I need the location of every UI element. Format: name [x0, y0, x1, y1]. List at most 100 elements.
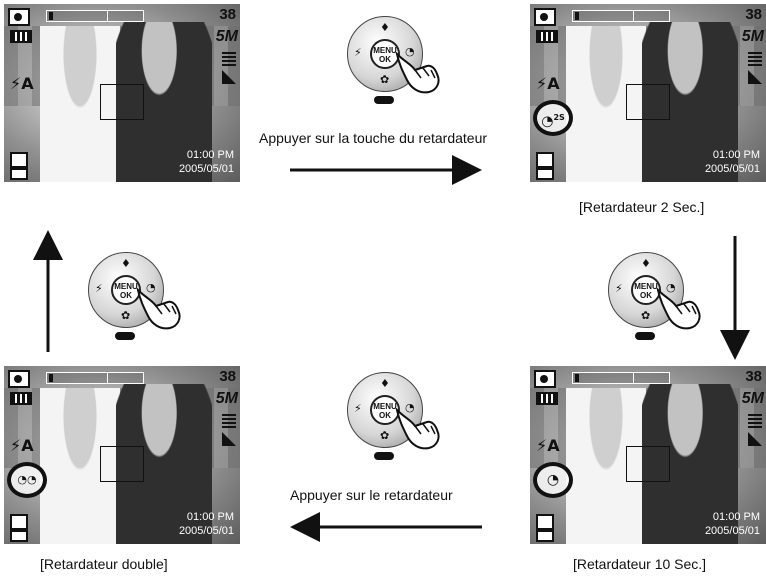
drive-mode-icon	[536, 152, 554, 168]
resolution: 5M	[741, 390, 764, 407]
card-icon	[536, 168, 554, 180]
menu-label: MENU	[373, 402, 397, 411]
photo-groom	[642, 22, 738, 182]
menu-label: MENU	[634, 282, 658, 291]
camera-mode-icon	[534, 8, 556, 26]
menu-label: MENU	[373, 46, 397, 55]
finger-press-icon	[656, 288, 701, 330]
time-text: 01:00 PM	[186, 149, 234, 161]
zoom-bar	[46, 372, 144, 384]
play-pause-icon[interactable]	[635, 332, 655, 340]
datetime: 01:00 PM 2005/05/01	[705, 148, 760, 176]
zoom-bar	[572, 10, 670, 22]
resolution: 5M	[215, 390, 238, 407]
camera-mode-icon	[8, 8, 30, 26]
instruction-top: Appuyer sur la touche du retardateur	[259, 130, 488, 146]
photo-groom	[116, 22, 212, 182]
shots-remaining: 38	[745, 6, 762, 23]
menu-ok-button[interactable]: MENU OK	[370, 395, 400, 425]
flash-icon: ⚡	[354, 402, 362, 415]
camera-screen-timer-double: 38 5M ⚡A ◔◔ 01:00 PM 2005/05/01	[4, 366, 240, 544]
timer-sup: 2S	[553, 113, 565, 122]
macro-icon: ✿	[380, 73, 390, 86]
resolution: 5M	[215, 28, 238, 45]
time-text: 01:00 PM	[712, 511, 760, 523]
control-dial-bottom[interactable]: ♦ ⚡ ◔ ✿ MENU OK	[347, 372, 440, 460]
microphone-icon: ♦	[641, 257, 651, 270]
instruction-bottom: Appuyer sur le retardateur	[290, 487, 453, 503]
zoom-bar	[46, 10, 144, 22]
photo-groom	[116, 384, 212, 544]
shots-remaining: 38	[219, 368, 236, 385]
photo-bride	[40, 388, 120, 544]
play-pause-icon[interactable]	[374, 452, 394, 460]
timer-glyph: ◔◔	[17, 473, 37, 486]
battery-icon	[536, 392, 558, 405]
date-text: 2005/05/01	[178, 525, 234, 537]
control-dial-right[interactable]: ♦ ⚡ ◔ ✿ MENU OK	[608, 252, 701, 340]
ok-label: OK	[379, 411, 391, 420]
microphone-icon: ♦	[121, 257, 131, 270]
drive-mode-icon	[10, 152, 28, 168]
control-dial-top[interactable]: ♦ ⚡ ◔ ✿ MENU OK	[347, 16, 440, 104]
menu-ok-button[interactable]: MENU OK	[370, 39, 400, 69]
battery-icon	[10, 392, 32, 405]
self-timer-2s-icon: ◔2S	[533, 100, 573, 136]
flash-icon: ⚡	[354, 46, 362, 59]
zoom-bar	[572, 372, 670, 384]
self-timer-double-icon: ◔◔	[7, 462, 47, 498]
ok-label: OK	[120, 291, 132, 300]
camera-mode-icon	[534, 370, 556, 388]
microphone-icon: ♦	[380, 377, 390, 390]
menu-ok-button[interactable]: MENU OK	[111, 275, 141, 305]
af-frame	[626, 84, 670, 120]
time-text: 01:00 PM	[712, 149, 760, 161]
photo-bride	[40, 26, 120, 182]
play-pause-icon[interactable]	[115, 332, 135, 340]
flash-auto-icon: ⚡A	[10, 436, 34, 455]
timer-glyph: ◔	[546, 472, 560, 488]
date-text: 2005/05/01	[704, 163, 760, 175]
quality-icon	[748, 414, 762, 428]
photo-groom	[642, 384, 738, 544]
finger-press-icon	[395, 408, 440, 450]
finger-press-icon	[395, 52, 440, 94]
quality-icon	[222, 52, 236, 66]
play-pause-icon[interactable]	[374, 96, 394, 104]
camera-mode-icon	[8, 370, 30, 388]
finger-press-icon	[136, 288, 181, 330]
flash-auto-icon: ⚡A	[536, 436, 560, 455]
ok-label: OK	[379, 55, 391, 64]
drive-mode-icon	[10, 514, 28, 530]
card-icon	[536, 530, 554, 542]
self-timer-icon: ◔	[146, 281, 156, 294]
camera-screen-timer-10s: 38 5M ⚡A ◔ 01:00 PM 2005/05/01	[530, 366, 766, 544]
drive-mode-icon	[536, 514, 554, 530]
self-timer-10s-icon: ◔	[533, 462, 573, 498]
datetime: 01:00 PM 2005/05/01	[705, 510, 760, 538]
time-text: 01:00 PM	[186, 511, 234, 523]
microphone-icon: ♦	[380, 21, 390, 34]
control-dial-left[interactable]: ♦ ⚡ ◔ ✿ MENU OK	[88, 252, 181, 340]
flash-auto-icon: ⚡A	[10, 74, 34, 93]
camera-screen-normal: 38 5M ⚡A 01:00 PM 2005/05/01	[4, 4, 240, 182]
photo-bride	[566, 388, 646, 544]
caption-double: [Retardateur double]	[40, 556, 168, 572]
caption-2s: [Retardateur 2 Sec.]	[579, 199, 705, 215]
datetime: 01:00 PM 2005/05/01	[179, 148, 234, 176]
self-timer-icon: ◔	[405, 45, 415, 58]
ok-label: OK	[640, 291, 652, 300]
caption-10s: [Retardateur 10 Sec.]	[573, 556, 707, 572]
photo-bride	[566, 26, 646, 182]
af-frame	[100, 84, 144, 120]
datetime: 01:00 PM 2005/05/01	[179, 510, 234, 538]
quality-icon	[748, 52, 762, 66]
macro-icon: ✿	[380, 429, 390, 442]
battery-icon	[536, 30, 558, 43]
card-icon	[10, 530, 28, 542]
menu-ok-button[interactable]: MENU OK	[631, 275, 661, 305]
camera-screen-timer-2s: 38 5M ⚡A ◔2S 01:00 PM 2005/05/01	[530, 4, 766, 182]
shots-remaining: 38	[219, 6, 236, 23]
card-icon	[10, 168, 28, 180]
macro-icon: ✿	[121, 309, 131, 322]
